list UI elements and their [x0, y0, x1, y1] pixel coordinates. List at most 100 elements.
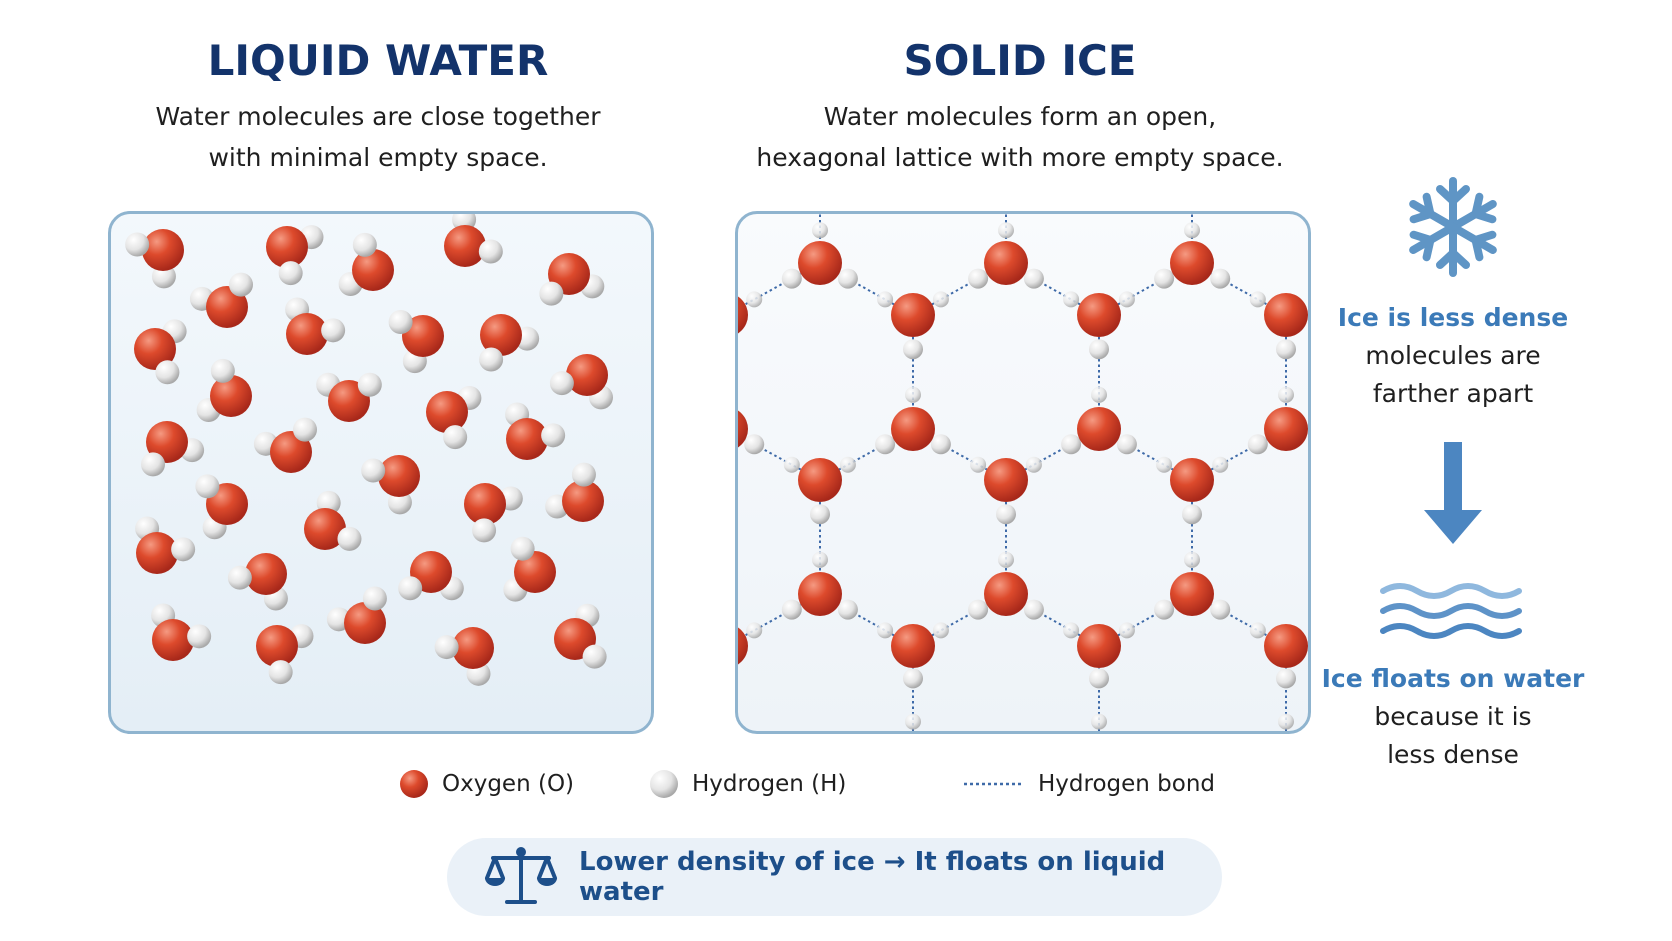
hydrogen-atom [362, 586, 387, 611]
hydrogen-atom [1249, 291, 1266, 308]
hydrogen-atom [839, 456, 856, 473]
oxygen-atom [136, 532, 178, 574]
hydrogen-atom [292, 417, 317, 442]
hydrogen-atom [1278, 713, 1294, 730]
oxygen-atom [344, 602, 386, 644]
hydrogen-atom [141, 452, 166, 477]
density-line: molecules are [1365, 341, 1541, 370]
water-molecule [304, 490, 362, 551]
hydrogen-atom [837, 599, 858, 620]
hydrogen-atom [1118, 291, 1135, 308]
hydrogen-atom [1025, 456, 1042, 473]
hydrogen-atom [837, 268, 858, 289]
hydrogen-atom [1278, 386, 1294, 403]
legend-hydrogen-label: Hydrogen (H) [692, 771, 847, 797]
oxygen-atom [984, 572, 1028, 616]
solid-ice-subtitle: Water molecules form an open, hexagonal … [735, 96, 1305, 178]
hydrogen-atom [744, 434, 765, 455]
oxygen-atom [984, 458, 1028, 502]
water-molecule [285, 297, 346, 355]
oxygen-atom [426, 391, 468, 433]
oxygen-atom [1170, 241, 1214, 285]
oxygen-atom [378, 455, 420, 497]
oxygen-atom [798, 458, 842, 502]
water-molecule [338, 232, 394, 296]
legend: Oxygen (O) Hydrogen (H) Hydrogen bond [0, 764, 1672, 804]
oxygen-atom [206, 286, 248, 328]
solid-ice-panel [735, 211, 1311, 734]
hydrogen-atom [510, 536, 535, 561]
hydrogen-atom [571, 462, 596, 487]
liquid-subtitle-line: Water molecules are close together [155, 102, 601, 131]
water-waves-icon [1318, 577, 1588, 647]
hydrogen-atom [746, 622, 763, 639]
oxygen-atom [1077, 293, 1121, 337]
hydrogen-atom [998, 222, 1014, 239]
hydrogen-atom [968, 599, 989, 620]
hydrogen-atom [930, 434, 951, 455]
density-heading: Ice is less dense [1337, 303, 1569, 332]
hydrogen-atom [903, 339, 923, 360]
hydrogen-atom [434, 635, 459, 660]
water-molecule [151, 603, 212, 661]
hydrogen-atom [1210, 599, 1231, 620]
hydrogen-atom [549, 371, 574, 396]
hydrogen-atom [970, 456, 987, 473]
oxygen-atom [1170, 572, 1214, 616]
legend-bond: Hydrogen bond [962, 764, 1215, 804]
water-molecule [256, 624, 314, 685]
hydrogen-atom [1089, 668, 1109, 689]
oxygen-atom [1077, 624, 1121, 668]
water-molecule [253, 417, 317, 473]
oxygen-atom [1077, 407, 1121, 451]
hydrogen-atom [387, 490, 412, 515]
hydrogen-atom [1210, 268, 1231, 289]
hydrogen-atom [155, 360, 180, 385]
hydrogen-atom [1276, 339, 1296, 360]
ice-subtitle-line: hexagonal lattice with more empty space. [756, 143, 1284, 172]
float-line: less dense [1387, 740, 1519, 769]
water-molecule [141, 421, 205, 477]
water-molecule [266, 225, 324, 286]
hydrogen-atom [1063, 622, 1080, 639]
oxygen-atom [266, 226, 308, 268]
legend-bond-label: Hydrogen bond [1038, 771, 1216, 797]
legend-hydrogen: Hydrogen (H) [648, 764, 846, 804]
hydrogen-atom [1063, 291, 1080, 308]
water-molecule [479, 314, 540, 372]
water-molecule [505, 402, 566, 460]
oxygen-atom [1264, 407, 1308, 451]
water-molecule [398, 551, 464, 601]
summary-text: Lower density of ice → It floats on liqu… [579, 847, 1166, 907]
oxygen-atom [798, 241, 842, 285]
hydrogen-atom [812, 222, 828, 239]
oxygen-atom [562, 480, 604, 522]
oxygen-atom [152, 619, 194, 661]
hydrogen-atom [905, 386, 921, 403]
hydrogen-atom [151, 264, 176, 289]
oxygen-atom [1264, 293, 1308, 337]
oxygen-atom [444, 225, 486, 267]
oxygen-atom [891, 407, 935, 451]
oxygen-atom-icon [400, 770, 428, 798]
dotted-line-icon [964, 782, 1022, 786]
density-note: Ice is less dense molecules are farther … [1318, 299, 1588, 413]
hydrogen-atom [1116, 434, 1137, 455]
float-note: Ice floats on water because it is less d… [1318, 660, 1588, 774]
liquid-subtitle-line: with minimal empty space. [208, 143, 548, 172]
oxygen-atom [506, 418, 548, 460]
hydrogen-atom [810, 504, 830, 525]
oxygen-atom [286, 313, 328, 355]
hydrogen-atom [582, 644, 607, 669]
water-molecule [426, 386, 482, 450]
hydrogen-atom [1156, 456, 1173, 473]
hydrogen-atom [388, 310, 413, 335]
oxygen-atom [402, 315, 444, 357]
hydrogen-atom [1184, 222, 1200, 239]
water-molecule [434, 627, 494, 686]
float-line: because it is [1374, 702, 1532, 731]
water-molecule [195, 474, 248, 540]
water-molecule [361, 455, 420, 515]
hydrogen-atom [812, 551, 828, 568]
hydrogen-atom [268, 660, 293, 685]
